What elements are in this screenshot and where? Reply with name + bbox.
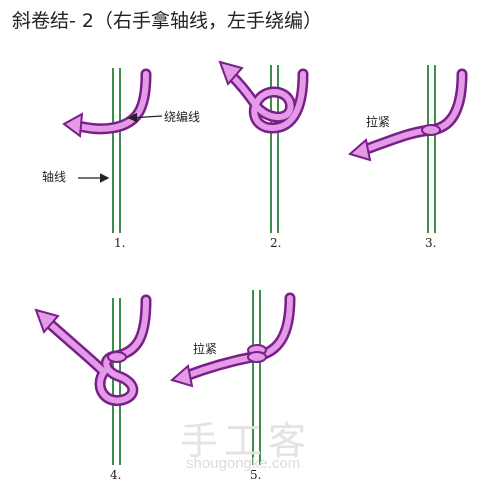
step-2-figure: [218, 60, 309, 233]
diagram-title: 斜卷结- 2（右手拿轴线，左手绕编）: [12, 10, 322, 32]
pointer-wrap-thread: [127, 112, 163, 123]
step-1-figure: [62, 68, 163, 233]
step-4-figure: [34, 294, 152, 465]
wrap-cord-3: [347, 68, 468, 162]
axis-line-1: [112, 68, 121, 233]
label-axis-thread: 轴线: [42, 170, 67, 184]
wrap-cord-2: [218, 60, 309, 134]
step-5-figure: [169, 290, 296, 465]
step-number-4: 4.: [110, 468, 122, 482]
wrap-cord-4: [34, 294, 152, 407]
label-pull-tight-5: 拉紧: [193, 342, 218, 356]
step-number-2: 2.: [270, 236, 282, 250]
wrap-cord-5: [169, 292, 296, 388]
watermark-url: shougongke.com: [186, 455, 301, 472]
watermark-brand: 手工客: [180, 419, 313, 463]
step-number-1: 1.: [114, 236, 126, 250]
label-wrap-thread: 绕编线: [164, 110, 201, 124]
wrap-cord-1: [62, 68, 152, 138]
step-3-figure: [347, 65, 468, 233]
step-number-5: 5.: [250, 468, 262, 482]
axis-line-5: [252, 290, 261, 465]
step-number-3: 3.: [425, 236, 437, 250]
label-pull-tight-3: 拉紧: [366, 115, 391, 129]
axis-line-3: [427, 65, 436, 233]
